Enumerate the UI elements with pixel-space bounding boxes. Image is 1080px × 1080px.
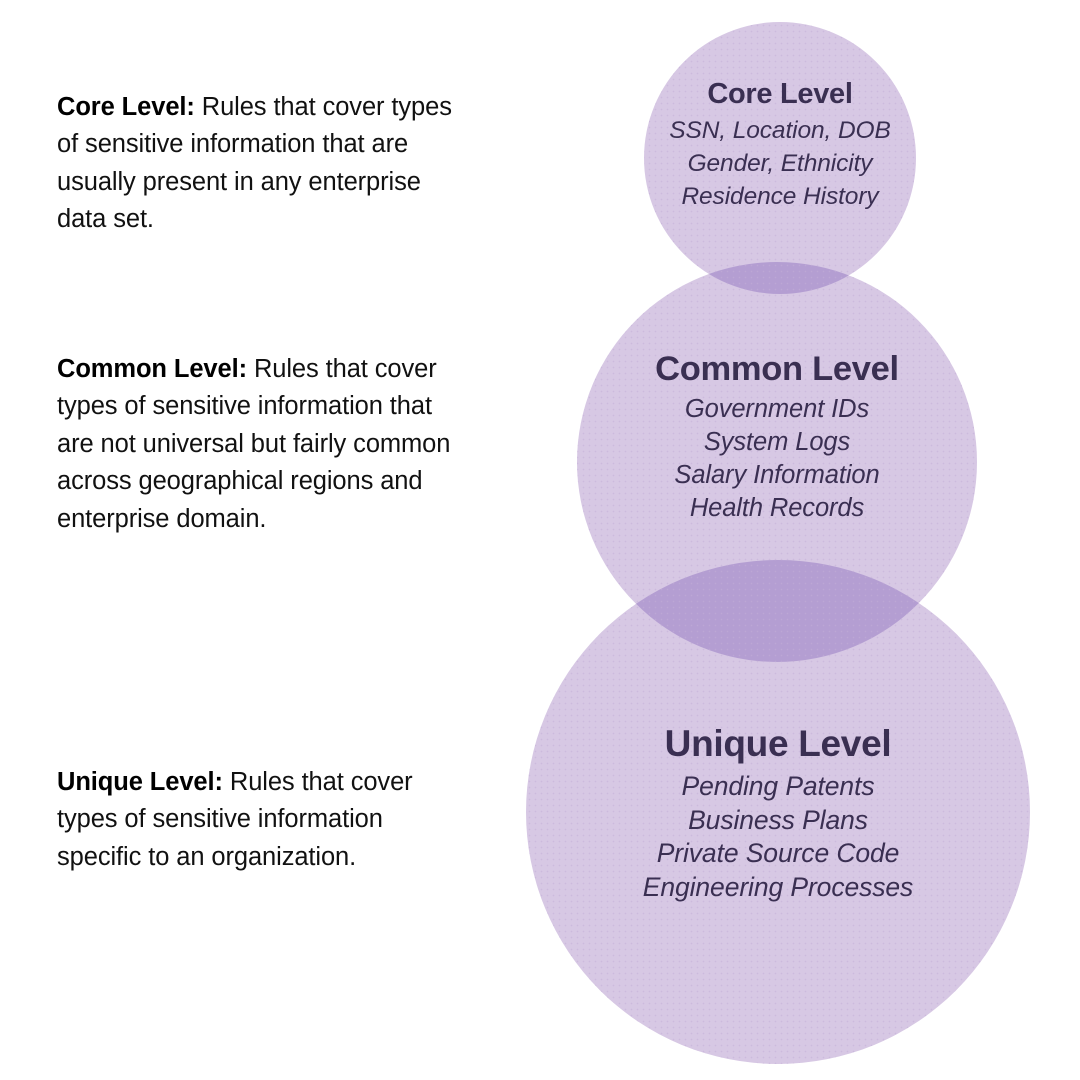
descriptions-column: Core Level: Rules that cover types of se… <box>57 0 457 1080</box>
venn-circle-common <box>577 262 977 662</box>
venn-circle-unique <box>526 560 1030 1064</box>
description-common-level-lead: Common Level: <box>57 354 247 383</box>
venn-circle-core <box>644 22 916 294</box>
description-unique-level-lead: Unique Level: <box>57 767 223 796</box>
description-common-level-body: Rules that cover types of sensitive info… <box>57 354 451 533</box>
description-common-level: Common Level: Rules that cover types of … <box>57 351 452 539</box>
description-unique-level: Unique Level: Rules that cover types of … <box>57 764 452 877</box>
description-core-level: Core Level: Rules that cover types of se… <box>57 89 452 239</box>
description-core-level-lead: Core Level: <box>57 92 195 121</box>
description-core-level-body: Rules that cover types of sensitive info… <box>57 92 452 234</box>
description-unique-level-body: Rules that cover types of sensitive info… <box>57 767 413 871</box>
